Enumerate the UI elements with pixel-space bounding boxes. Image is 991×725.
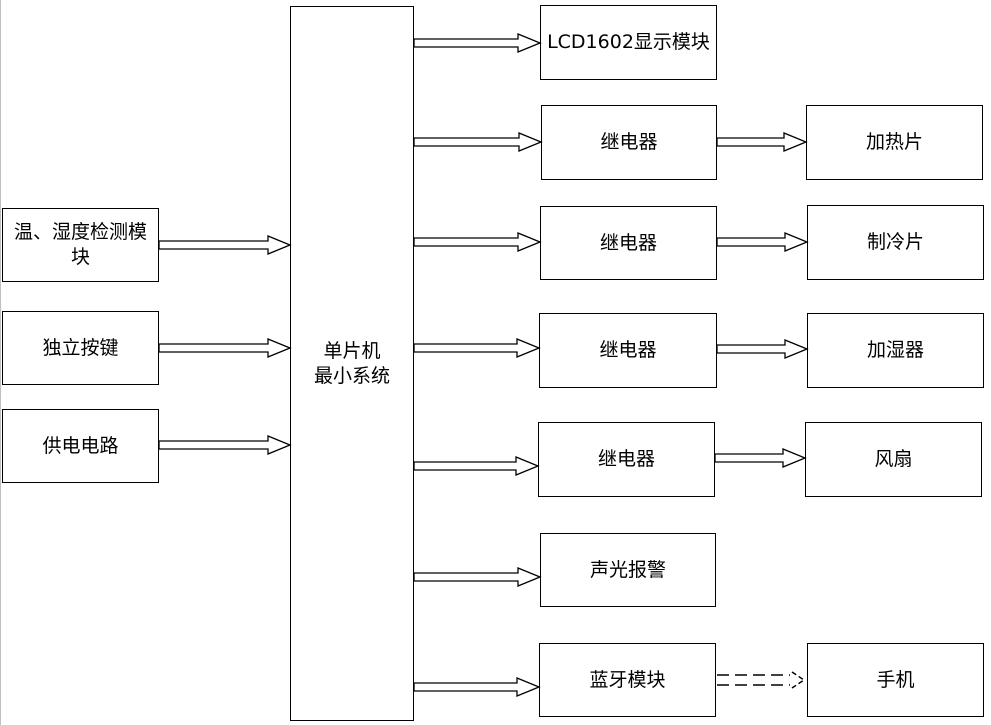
arrow-relay1-to-heater [716,132,808,152]
relay-label-2: 继电器 [599,231,657,254]
arrow-mcu-to-relay3 [413,338,541,358]
relay-block-1: 继电器 [541,105,717,180]
mcu-minimum-system-block: 单片机 最小系统 [290,6,414,721]
cooler-block: 制冷片 [807,205,984,280]
relay-block-4: 继电器 [538,422,715,497]
phone-block: 手机 [807,643,984,717]
sound-light-alarm-block: 声光报警 [540,533,716,607]
relay-label-1: 继电器 [600,131,658,153]
humidifier-label: 加湿器 [866,339,924,361]
fan-label: 风扇 [874,448,913,470]
dashed-arrow-bluetooth-to-phone [717,671,806,689]
relay-block-3: 继电器 [539,313,717,388]
arrow-power-to-mcu [158,435,292,455]
bluetooth-module-block: 蓝牙模块 [539,643,716,717]
humidifier-block: 加湿器 [807,313,984,388]
phone-label: 手机 [876,668,915,691]
relay-block-2: 继电器 [540,206,717,280]
bluetooth-module-label: 蓝牙模块 [589,668,666,691]
heater-block: 加热片 [806,105,983,180]
arrow-sensor-to-mcu [158,235,292,255]
fan-block: 风扇 [805,422,982,497]
arrow-mcu-to-relay4 [413,456,540,476]
independent-keys-label: 独立按键 [42,336,119,359]
independent-keys-block: 独立按键 [2,311,159,385]
power-supply-label: 供电电路 [42,434,119,457]
arrow-mcu-to-bluetooth [413,677,541,697]
temp-humidity-sensor-label: 温、湿度检测模块 [13,221,147,268]
temp-humidity-sensor-block: 温、湿度检测模块 [2,208,159,282]
mcu-label-line2: 最小系统 [313,364,390,387]
arrow-relay2-to-cooler [716,232,809,252]
sound-light-alarm-label: 声光报警 [589,558,666,581]
arrow-keys-to-mcu [158,338,292,358]
arrow-mcu-to-relay1 [413,132,543,152]
arrow-mcu-to-relay2 [413,232,542,252]
lcd-display-label: LCD1602显示模块 [547,31,710,53]
arrow-mcu-to-lcd [413,33,542,53]
left-border-line [0,0,1,725]
lcd-display-block: LCD1602显示模块 [540,5,717,80]
relay-label-3: 继电器 [599,339,657,361]
arrow-mcu-to-alarm [413,567,542,587]
arrow-relay4-to-fan [714,448,807,468]
heater-label: 加热片 [865,131,923,153]
arrow-relay3-to-humidifier [716,339,809,359]
relay-label-4: 继电器 [597,448,655,470]
cooler-label: 制冷片 [866,231,924,253]
mcu-label-line1: 单片机 [323,339,381,362]
